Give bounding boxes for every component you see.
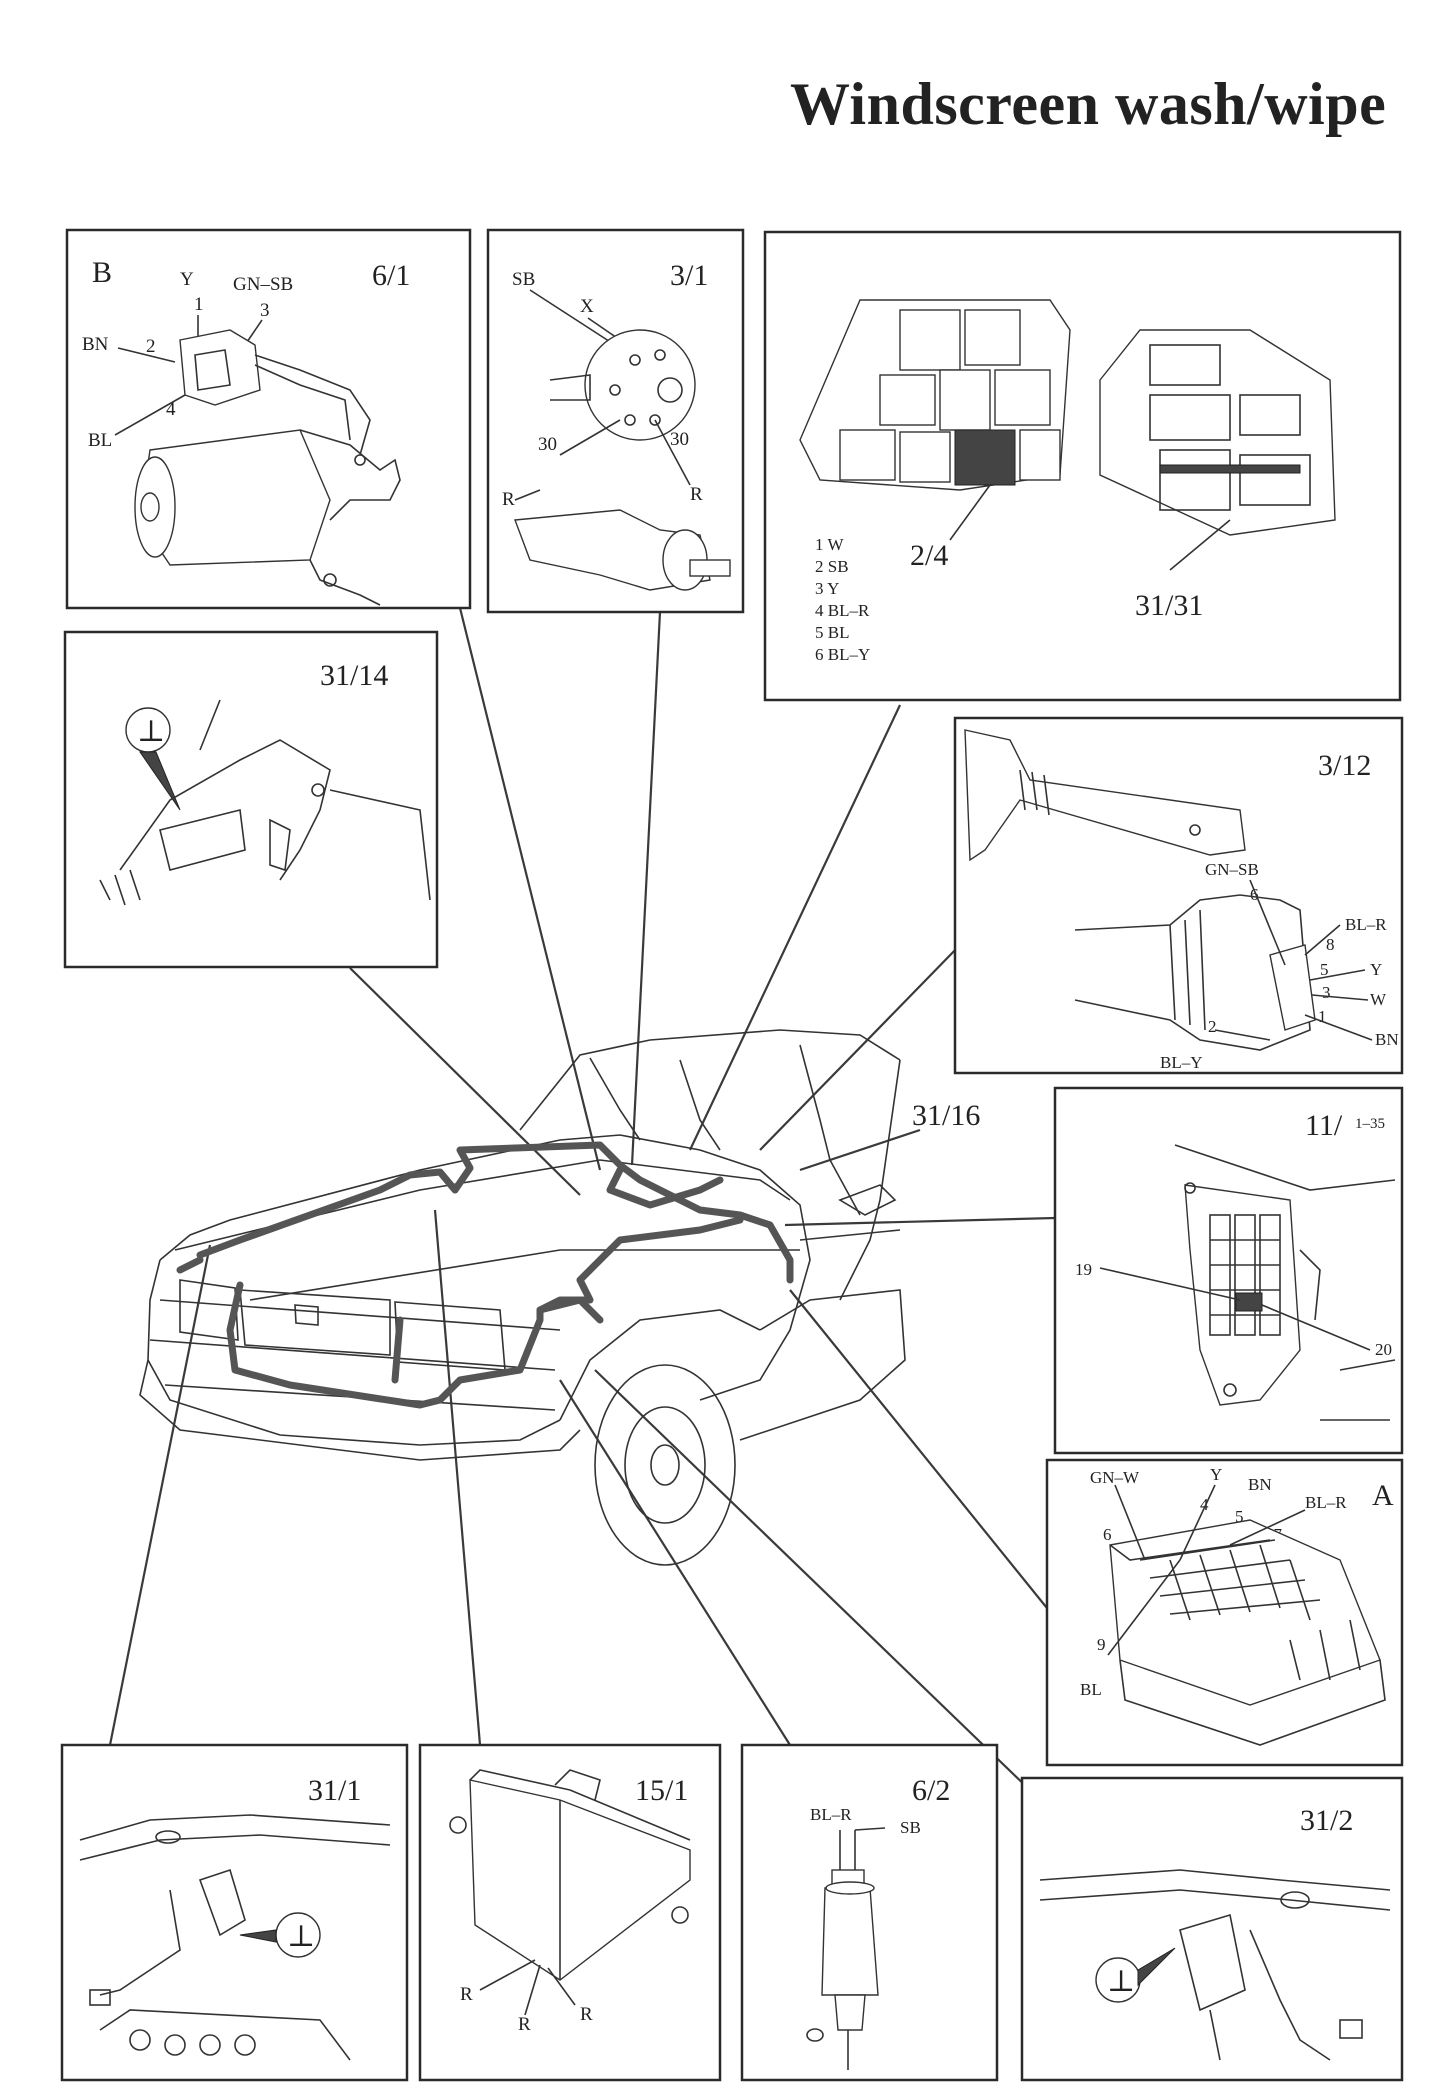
- wire-label-y: Y: [180, 269, 194, 290]
- wire-label-r-2: R: [518, 2014, 531, 2035]
- panel-31-14: 31/14 ⊥: [63, 630, 439, 969]
- legend-item-3: 3 Y: [815, 579, 839, 598]
- control-module-drawing: [449, 1769, 691, 2016]
- wire-label-r-right: R: [690, 484, 703, 505]
- ground-point-31-2-drawing: [1039, 1869, 1391, 2061]
- legend-item-6: 6 BL–Y: [815, 645, 870, 664]
- wire-label-r-left: R: [502, 489, 515, 510]
- fuse-panel-31-31-drawing: [1099, 329, 1336, 571]
- pin-label-1: 1: [194, 294, 204, 315]
- panel-3-12: 3/12 GN–SB 6 BL–R 8 5 Y 3 W 1 BN 2 BL–Y: [953, 716, 1404, 1075]
- panel-11-1-35: 11/ 1–35 19 20: [1053, 1086, 1404, 1455]
- legend-item-4: 4 BL–R: [815, 601, 870, 620]
- panel-code-31-2: 31/2: [1300, 1804, 1353, 1837]
- wire-label-sb: SB: [900, 1818, 921, 1837]
- pin-label-30-left: 30: [538, 434, 557, 455]
- fuse-label-19: 19: [1075, 1260, 1092, 1279]
- pin-label-3: 3: [260, 300, 270, 321]
- pin-label-3: 3: [1322, 983, 1331, 1002]
- panel-code-6-2: 6/2: [912, 1774, 950, 1807]
- panel-a: A GN–W Y BN BL–R 4 5 17 6 9 BL: [1045, 1458, 1404, 1767]
- ground-symbol-icon: ⊥: [1107, 1965, 1135, 1998]
- wire-label-r-1: R: [460, 1984, 473, 2005]
- panel-code-31-14: 31/14: [320, 659, 388, 692]
- panel-code-3-12: 3/12: [1318, 749, 1371, 782]
- wire-label-bl: BL: [88, 430, 112, 451]
- wire-label-bl-y: BL–Y: [1160, 1053, 1203, 1072]
- leader-lines: [108, 607, 1056, 1796]
- wire-label-gn-w: GN–W: [1090, 1468, 1140, 1487]
- relay-box-drawing: [799, 299, 1071, 541]
- pin-label-5: 5: [1235, 1507, 1244, 1526]
- callout-31-16: 31/16: [912, 1099, 980, 1132]
- wire-label-w: W: [1370, 990, 1387, 1009]
- panel-code-15-1: 15/1: [635, 1774, 688, 1807]
- panel-code-11: 11/: [1305, 1109, 1343, 1142]
- wire-label-bl-r: BL–R: [1305, 1493, 1347, 1512]
- pin-label-30-right: 30: [670, 429, 689, 450]
- page-title: Windscreen wash/wipe: [790, 71, 1387, 137]
- ignition-switch-drawing: [514, 289, 731, 591]
- wire-label-gn-sb: GN–SB: [233, 274, 293, 295]
- panel-3-1: 3/1 SB X 30 30 R R: [486, 228, 745, 614]
- wire-label-bn: BN: [82, 334, 109, 355]
- legend-item-5: 5 BL: [815, 623, 849, 642]
- panel-letter-b: B: [92, 256, 112, 289]
- wiper-stalk-drawing: [964, 729, 1373, 1051]
- pin-label-8: 8: [1326, 935, 1335, 954]
- fuse-box-drawing: [1099, 1144, 1396, 1421]
- car-illustration: [139, 1029, 906, 1566]
- panel-code-3-1: 3/1: [670, 259, 708, 292]
- ground-symbol-icon: ⊥: [287, 1920, 315, 1953]
- pin-label-2: 2: [146, 336, 156, 357]
- wire-label-sb: SB: [512, 269, 535, 290]
- ground-point-drawing: [99, 699, 431, 906]
- panel-letter-a: A: [1372, 1479, 1394, 1512]
- wire-label-y: Y: [1370, 960, 1382, 979]
- wire-label-r-3: R: [580, 2004, 593, 2025]
- pin-label-9: 9: [1097, 1635, 1106, 1654]
- panel-code-11-sub: 1–35: [1355, 1116, 1385, 1132]
- fuse-label-20: 20: [1375, 1340, 1392, 1359]
- washer-pump-drawing: [806, 1827, 886, 2070]
- legend-item-2: 2 SB: [815, 557, 849, 576]
- panel-6-2: 6/2 BL–R SB: [740, 1743, 999, 2082]
- pin-label-x: X: [580, 296, 594, 317]
- panel-code-6-1: 6/1: [372, 259, 410, 292]
- panel-code-31-31: 31/31: [1135, 589, 1203, 622]
- pin-label-4: 4: [166, 399, 176, 420]
- ground-symbol-icon: ⊥: [137, 715, 165, 748]
- panel-code-2-4: 2/4: [910, 539, 948, 572]
- panel-code-31-1: 31/1: [308, 1774, 361, 1807]
- panel-2-4-31-31: 2/4 31/31 1 W 2 SB 3 Y 4 BL–R 5 BL 6 BL–…: [763, 230, 1402, 702]
- ground-point-31-1-drawing: [79, 1814, 391, 2061]
- pin-label-6: 6: [1250, 885, 1259, 904]
- panel-6-1: B 6/1 Y GN–SB 1 3 BN 2 4 BL: [65, 228, 472, 610]
- wire-label-bl: BL: [1080, 1680, 1102, 1699]
- panel-31-1: 31/1 ⊥: [60, 1743, 409, 2082]
- wire-label-y: Y: [1210, 1465, 1222, 1484]
- panel-31-2: 31/2 ⊥: [1020, 1776, 1404, 2082]
- pin-label-5: 5: [1320, 960, 1329, 979]
- legend-item-1: 1 W: [815, 535, 844, 554]
- connector-a-drawing: [1107, 1484, 1386, 1746]
- wire-label-bn: BN: [1248, 1475, 1272, 1494]
- pin-label-4: 4: [1200, 1495, 1209, 1514]
- wire-label-bn: BN: [1375, 1030, 1399, 1049]
- pin-label-6: 6: [1103, 1525, 1112, 1544]
- wiper-motor-drawing: [114, 315, 401, 606]
- wire-label-gn-sb: GN–SB: [1205, 860, 1259, 879]
- pin-label-2: 2: [1208, 1017, 1217, 1036]
- panel-15-1: 15/1 R R R: [418, 1743, 722, 2082]
- wire-label-bl-r: BL–R: [810, 1805, 852, 1824]
- wire-label-bl-r: BL–R: [1345, 915, 1387, 934]
- pin-label-1: 1: [1318, 1007, 1327, 1026]
